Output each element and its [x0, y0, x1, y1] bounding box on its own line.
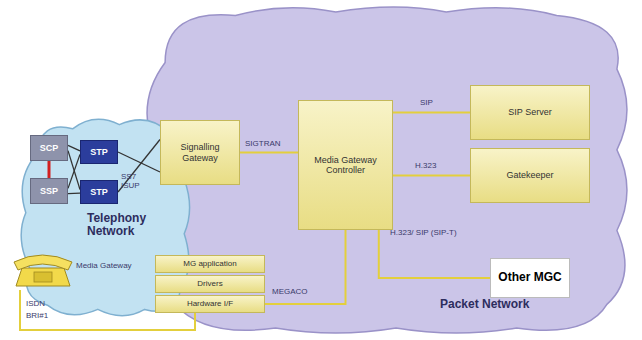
gatekeeper-box: Gatekeeper	[470, 148, 590, 203]
phone-symbol	[14, 255, 72, 286]
protocol-label: MEGACO	[272, 288, 308, 297]
server-box: SIP Server	[470, 85, 590, 140]
controller-box: Media Gateway Controller	[298, 100, 393, 230]
protocol-label: H.323	[415, 162, 436, 171]
ssp-box: SSP	[30, 178, 68, 204]
stack-layer: MG application	[155, 255, 265, 273]
note-label: ISDN	[26, 300, 45, 309]
node-label: Other MGC	[498, 271, 561, 285]
phone-keypad	[34, 272, 52, 282]
network-name: Telephony Network	[87, 212, 157, 238]
node-label: Hardware I/F	[187, 299, 233, 308]
protocol-label: H.323/ SIP (SIP-T)	[390, 229, 470, 238]
connector-line	[68, 154, 80, 188]
connector-line	[393, 112, 470, 114]
stp-box: STP	[80, 180, 118, 204]
connector-line	[48, 161, 51, 178]
connector-line	[68, 193, 80, 195]
connector-line	[265, 230, 346, 304]
mgc-box: Other MGC	[490, 258, 570, 298]
stp-box: STP	[80, 140, 118, 164]
stack-layer: Hardware I/F	[155, 295, 265, 313]
node-label: SIP Server	[508, 107, 551, 117]
stack-layer: Drivers	[155, 275, 265, 293]
connector-line	[379, 230, 490, 278]
node-label: SSP	[40, 186, 58, 196]
note-label: BRI#1	[26, 312, 48, 321]
network-name: Packet Network	[440, 298, 530, 311]
connector-line	[68, 145, 80, 150]
cloud-shape	[145, 7, 627, 333]
protocol-label: SIP	[420, 99, 433, 108]
note-label: Media Gateway	[76, 262, 132, 271]
phone-base	[16, 268, 70, 286]
phone-handset	[14, 255, 72, 270]
packet-cloud: Packet Network Signalling GatewayMedia Ga…	[135, 2, 637, 338]
node-label: Media Gateway Controller	[302, 155, 389, 176]
node-label: SCP	[40, 143, 59, 153]
protocol-label: SS7 ISUP	[121, 173, 155, 191]
gateway-box: Signalling Gateway	[160, 120, 240, 185]
connector-line	[68, 151, 80, 190]
node-label: STP	[90, 187, 108, 197]
protocol-label: SIGTRAN	[245, 140, 281, 149]
scp-box: SCP	[30, 135, 68, 161]
connector-line	[118, 140, 160, 193]
node-label: Signalling Gateway	[164, 142, 236, 163]
node-label: Drivers	[197, 279, 222, 288]
connector-line	[118, 152, 160, 172]
connector-line	[240, 152, 298, 154]
connector-line	[393, 174, 470, 176]
node-label: MG application	[183, 259, 236, 268]
node-label: STP	[90, 147, 108, 157]
node-label: Gatekeeper	[506, 170, 553, 180]
